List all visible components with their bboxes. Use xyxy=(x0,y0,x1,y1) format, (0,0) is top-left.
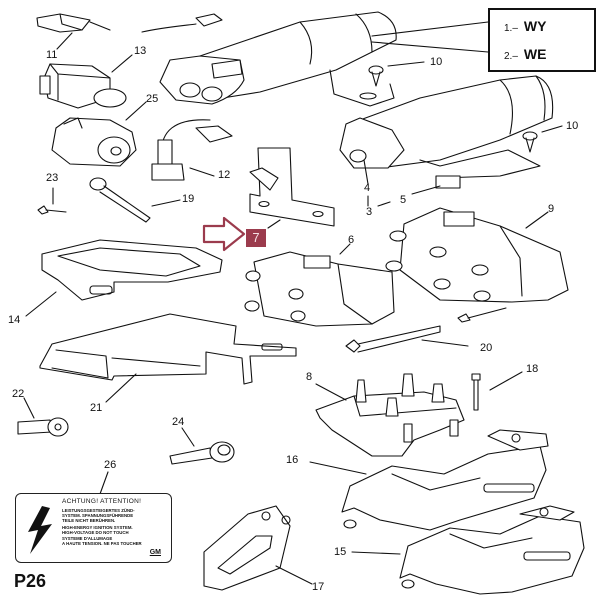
callout-6[interactable]: 6 xyxy=(348,234,355,246)
callout-12[interactable]: 12 xyxy=(218,169,231,181)
leader-20 xyxy=(421,339,469,347)
part-bracket-21[interactable] xyxy=(39,313,297,385)
callout-18[interactable]: 18 xyxy=(526,363,539,375)
leader-11 xyxy=(56,32,73,50)
callout-8[interactable]: 8 xyxy=(306,371,313,383)
part-ignition-coil-top[interactable] xyxy=(159,11,397,107)
part-ignition-coil-assembly-3[interactable] xyxy=(339,75,554,189)
leader-13 xyxy=(111,54,133,73)
leader-21 xyxy=(105,373,137,403)
callout-21[interactable]: 21 xyxy=(90,402,103,414)
leader-8 xyxy=(315,383,347,401)
part-connector-13[interactable] xyxy=(39,63,127,109)
callout-22[interactable]: 22 xyxy=(12,388,25,400)
part-screw-10a[interactable] xyxy=(368,65,384,87)
page-code: P26 xyxy=(14,571,47,591)
legend-row-2: 2.– WE xyxy=(504,46,546,62)
callout-15[interactable]: 15 xyxy=(334,546,347,558)
part-bolt-19[interactable] xyxy=(89,177,151,223)
leader-10b xyxy=(541,125,563,133)
leader-legend-1 xyxy=(371,21,489,37)
callout-5[interactable]: 5 xyxy=(400,194,407,206)
warning-line: SYSTEME D'ALLUMAGE xyxy=(62,536,113,541)
callout-11[interactable]: 11 xyxy=(46,49,58,61)
callout-19[interactable]: 19 xyxy=(182,193,195,205)
part-bolt-24[interactable] xyxy=(169,441,235,465)
leader-legend-2 xyxy=(371,41,489,53)
legend-index: 1.– xyxy=(504,23,518,34)
part-bolt-20[interactable] xyxy=(345,325,441,353)
leader-15 xyxy=(351,551,401,555)
part-mounting-plate-15[interactable] xyxy=(399,505,585,595)
legend-index: 2.– xyxy=(504,51,518,62)
legend-row-1: 1.– WY xyxy=(504,18,546,34)
warning-line: LEISTUNGSGESTEIGERTES ZÜND- xyxy=(62,508,135,513)
warning-line: TEILE NICHT BERÜHREN. xyxy=(62,518,116,523)
legend-code: WY xyxy=(523,18,547,34)
leader-19 xyxy=(151,199,181,207)
leader-22 xyxy=(23,397,35,419)
leader-18 xyxy=(489,371,523,391)
leader-25 xyxy=(125,101,147,121)
callout-16[interactable]: 16 xyxy=(286,454,299,466)
leader-16 xyxy=(309,461,367,475)
leader-6 xyxy=(339,243,351,255)
part-gasket-17[interactable] xyxy=(203,505,291,591)
part-coil-pack-8[interactable] xyxy=(315,373,465,457)
callout-10a[interactable]: 10 xyxy=(430,56,443,68)
callout-10b[interactable]: 10 xyxy=(566,120,579,132)
leader-12 xyxy=(189,167,215,177)
warning-line: HIGH-VOLTAGE DO NOT TOUCH xyxy=(62,530,129,535)
part-small-bolt xyxy=(457,307,507,323)
part-sensor-12[interactable] xyxy=(151,119,233,181)
callout-24[interactable]: 24 xyxy=(172,416,185,428)
callout-23[interactable]: 23 xyxy=(46,172,59,184)
part-coil-pack-9[interactable] xyxy=(385,207,569,303)
part-bracket-14[interactable] xyxy=(41,239,223,301)
legend-code: WE xyxy=(523,46,547,62)
warning-title: ACHTUNG! ATTENTION! xyxy=(62,498,142,505)
leader-14 xyxy=(25,291,57,317)
part-wire-connector xyxy=(141,13,223,33)
part-coil-pack-6[interactable] xyxy=(244,251,395,327)
callout-17[interactable]: 17 xyxy=(312,581,325,593)
leader-4 xyxy=(363,159,369,185)
part-module-11[interactable] xyxy=(36,13,111,33)
warning-line: A HAUTE TENSION. NE PAS TOUCHER xyxy=(62,541,142,546)
callout-20[interactable]: 20 xyxy=(480,342,493,354)
gm-logo: GM xyxy=(149,549,161,556)
leader-7 xyxy=(267,219,281,229)
leader-9 xyxy=(525,211,549,229)
lightning-bolt-icon xyxy=(28,506,52,554)
warning-line: HIGH-ENERGY IGNITION SYSTEM. xyxy=(62,525,133,530)
part-bolt-18[interactable] xyxy=(471,373,481,411)
callout-3[interactable]: 3 xyxy=(366,206,373,218)
leader-24 xyxy=(181,427,195,447)
leader-26 xyxy=(99,471,109,495)
callout-7-highlighted[interactable]: 7 xyxy=(246,229,266,247)
leader-10a xyxy=(387,61,425,67)
part-bracket-7[interactable] xyxy=(249,147,335,227)
leader-3b xyxy=(377,201,391,207)
leader-17 xyxy=(275,565,313,585)
part-screw-10b[interactable] xyxy=(522,131,538,153)
callout-26[interactable]: 26 xyxy=(104,459,117,471)
callout-25[interactable]: 25 xyxy=(146,93,159,105)
callout-9[interactable]: 9 xyxy=(548,203,555,215)
warning-label[interactable]: ACHTUNG! ATTENTION! LEISTUNGSGESTEIGERTE… xyxy=(15,493,172,563)
callout-13[interactable]: 13 xyxy=(134,45,147,57)
callout-4[interactable]: 4 xyxy=(364,182,371,194)
part-bolt-23[interactable] xyxy=(37,205,67,215)
part-mounting-plate-16[interactable] xyxy=(341,429,549,531)
warning-line: SYSTEM. SPANNUNGSFÜHRENDE xyxy=(62,513,134,518)
part-motor-25[interactable] xyxy=(51,117,137,167)
leader-5 xyxy=(411,185,441,195)
callout-14[interactable]: 14 xyxy=(8,314,21,326)
variant-legend: 1.– WY 2.– WE xyxy=(488,8,596,72)
highlight-arrow-icon xyxy=(202,216,246,252)
part-bolt-22[interactable] xyxy=(17,417,69,437)
